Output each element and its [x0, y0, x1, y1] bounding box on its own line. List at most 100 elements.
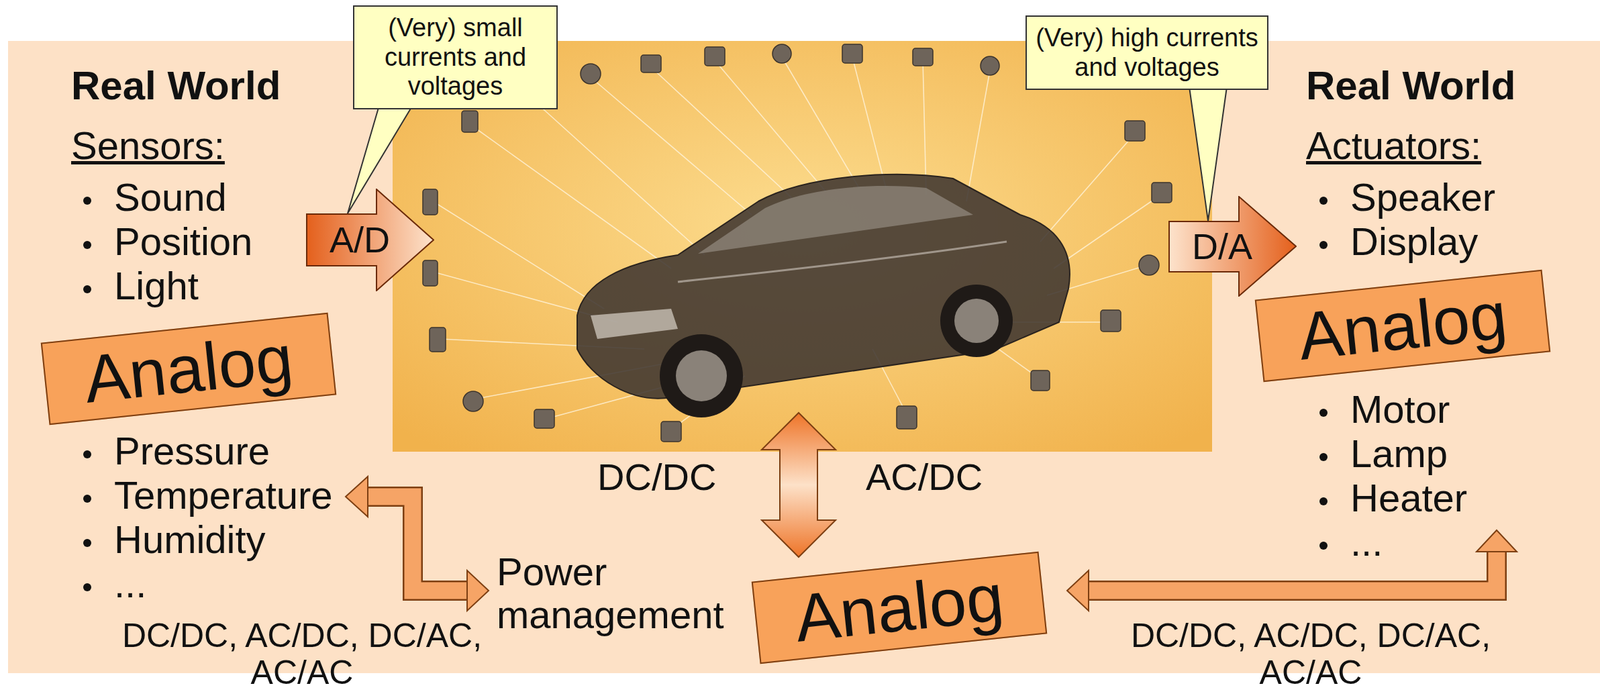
list-item: Speaker: [1350, 175, 1496, 219]
bullet-dot: [1319, 453, 1328, 462]
bullet-dot: [83, 285, 92, 294]
list-item: Pressure: [114, 429, 270, 473]
bullet-dot: [83, 450, 92, 459]
component-icon: [640, 55, 662, 73]
list-item: ...: [1350, 520, 1383, 564]
car-body: [577, 174, 1070, 399]
list-item: Display: [1350, 220, 1478, 264]
power-arrow-right: [1067, 530, 1517, 611]
component-icon: [1138, 255, 1160, 276]
arrow-head: [345, 476, 368, 517]
component-icon: [896, 406, 917, 429]
callout-text: (Very) high currents and voltages: [1034, 23, 1260, 82]
component-icon: [534, 409, 555, 429]
bullet-dot: [83, 583, 92, 592]
leader-line: [590, 77, 752, 215]
list-item: Motor: [1350, 387, 1450, 431]
component-icon: [661, 421, 682, 442]
bullet-dot: [83, 494, 92, 503]
arrow-shaft: [1085, 546, 1497, 591]
car-rim: [954, 298, 999, 343]
car-rim: [675, 350, 727, 402]
car-wheel: [940, 284, 1013, 358]
leader-line: [922, 60, 927, 195]
car-drawing: [577, 174, 1070, 418]
bullet-dot: [1319, 240, 1328, 249]
arrow-shaft: [362, 496, 472, 591]
power-arrow-left: [345, 476, 489, 611]
list-item: Light: [114, 264, 199, 308]
leader-line: [651, 67, 792, 198]
list-heading: Sensors:: [71, 124, 225, 168]
leader-line: [432, 201, 605, 309]
car-window: [697, 185, 974, 254]
list-item: Heater: [1350, 476, 1468, 520]
bullet-dot: [1319, 196, 1328, 205]
component-icon: [980, 56, 1000, 76]
arrow-shaft: [362, 496, 472, 591]
leader-line: [530, 97, 705, 256]
callout-box: (Very) small currents and voltages: [353, 5, 558, 110]
background-band: [8, 40, 1600, 674]
list-item: Position: [114, 220, 253, 264]
list-item: Lamp: [1350, 432, 1448, 476]
bullet-dot: [83, 538, 92, 547]
list-item: Temperature: [114, 473, 333, 517]
component-icon: [1124, 120, 1145, 141]
component-icon: [1030, 370, 1050, 391]
component-icon: [704, 46, 725, 66]
converter-list: DC/DC, AC/DC, DC/AC, AC/AC: [107, 617, 497, 692]
leader-line: [781, 57, 860, 188]
arrow-outline: [306, 189, 434, 291]
bullet-dot: [83, 196, 92, 205]
car-wheel: [659, 334, 743, 418]
column-heading: Real World: [71, 63, 281, 109]
component-icon: [772, 44, 792, 64]
component-icon: [1100, 310, 1121, 332]
leader-line: [469, 124, 672, 269]
leader-lines: [432, 57, 1162, 430]
bullet-dot: [1319, 497, 1328, 506]
converter-arrow: A/D: [306, 188, 435, 292]
callout-tail: [1187, 77, 1229, 221]
arrow-head: [467, 570, 489, 611]
arrow-head: [1476, 530, 1517, 552]
component-icon: [429, 327, 446, 352]
analog-tag: Analog: [40, 312, 337, 425]
leader-line: [1040, 134, 1135, 242]
bullet-dot: [83, 240, 92, 249]
analog-text: Analog: [81, 322, 297, 415]
component-icon: [422, 260, 438, 286]
analog-text: Analog: [791, 561, 1008, 654]
component-icon: [1151, 182, 1172, 203]
leader-line: [966, 70, 990, 202]
component-icon: [422, 189, 438, 215]
analog-tag: Analog: [751, 551, 1048, 664]
component-icon: [463, 391, 484, 412]
component-icon: [580, 63, 601, 84]
list-item: Sound: [114, 175, 227, 219]
converter-label: AC/DC: [865, 456, 983, 498]
column-heading: Real World: [1306, 63, 1516, 109]
bullet-dot: [1319, 408, 1328, 417]
converter-arrow: D/A: [1168, 195, 1297, 297]
leader-line: [852, 57, 886, 188]
converter-label: DC/DC: [597, 456, 717, 498]
arrow-shaft: [1085, 546, 1497, 591]
leader-line: [714, 60, 826, 192]
analog-text: Analog: [1295, 279, 1511, 372]
component-icon: [912, 48, 933, 66]
callout-box: (Very) high currents and voltages: [1025, 15, 1269, 90]
list-item: ...: [114, 562, 147, 606]
power-label: Power management: [496, 550, 739, 637]
bullet-dot: [1319, 541, 1328, 550]
converter-text: D/A: [1191, 225, 1253, 268]
analog-tag: Analog: [1255, 269, 1552, 382]
callout-text: (Very) small currents and voltages: [362, 13, 549, 102]
list-item: Humidity: [114, 518, 266, 562]
car-headlight: [590, 308, 678, 339]
component-icon: [461, 110, 478, 133]
double-arrow: [761, 412, 836, 558]
component-icon: [842, 44, 863, 64]
